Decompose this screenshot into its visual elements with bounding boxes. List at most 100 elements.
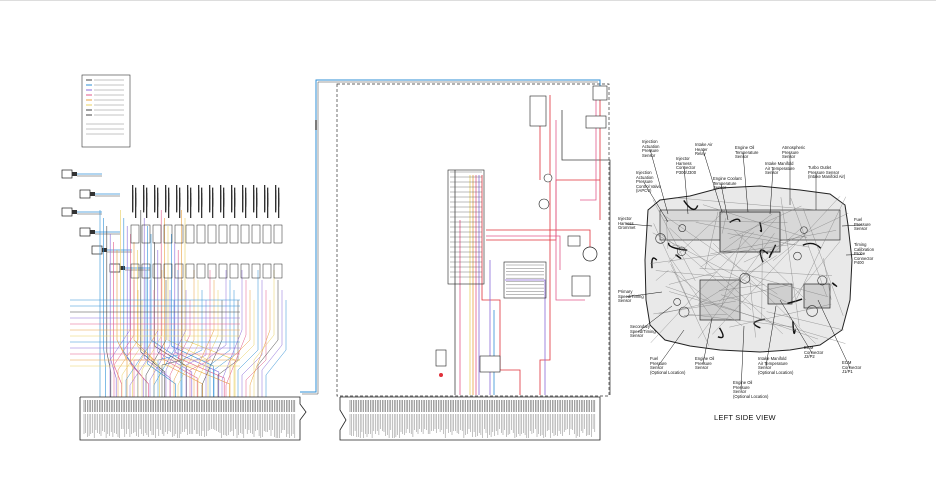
harness-wire bbox=[167, 226, 209, 397]
callout-eot-sensor: Engine Oil Temperature Sensor bbox=[735, 145, 759, 160]
leader-ecm-j2 bbox=[779, 299, 813, 354]
harness-wire bbox=[145, 280, 167, 397]
connector-block bbox=[207, 224, 217, 244]
middle-components bbox=[435, 85, 608, 377]
engine-fitting bbox=[793, 251, 802, 261]
engine-linework bbox=[791, 241, 840, 301]
harness-wire bbox=[169, 300, 191, 397]
harness-wire bbox=[241, 280, 263, 397]
sensor-connector bbox=[109, 263, 121, 273]
connector-block bbox=[262, 224, 272, 244]
sensor-symbol bbox=[543, 173, 553, 183]
label-text-mark bbox=[135, 198, 137, 218]
harness-wire bbox=[253, 270, 275, 397]
callout-timing-cal: Timing Calibration Probe Connector P400 bbox=[854, 242, 875, 266]
engine-linework bbox=[669, 227, 783, 334]
harness-route bbox=[675, 254, 682, 260]
harness-wire bbox=[221, 270, 243, 397]
connector-block bbox=[174, 224, 184, 244]
engine-fitting bbox=[739, 272, 751, 284]
engine-linework bbox=[669, 291, 846, 344]
label-text-mark bbox=[179, 198, 181, 218]
harness-wire bbox=[143, 218, 171, 397]
middle-wire bbox=[561, 110, 611, 395]
harness-wire bbox=[130, 234, 149, 397]
leader-iapcv bbox=[643, 182, 669, 223]
mid-connector-block bbox=[503, 261, 547, 299]
connector-block bbox=[196, 263, 206, 279]
connector-block bbox=[240, 224, 250, 244]
engine-linework bbox=[710, 230, 837, 255]
left-ecm-connector bbox=[79, 396, 307, 441]
connector-block bbox=[163, 263, 173, 279]
callout-iapcv: Injection Actuation Pressure Control Val… bbox=[636, 170, 661, 194]
engine-linework bbox=[668, 272, 716, 285]
sensor-plug bbox=[72, 210, 77, 214]
middle-wire bbox=[486, 179, 600, 241]
harness-wire bbox=[201, 300, 223, 397]
connector-block bbox=[163, 224, 173, 244]
harness-route bbox=[717, 327, 724, 339]
top-border bbox=[0, 0, 936, 1]
callout-secondary-speed: Secondary Speed/Timing Sensor bbox=[630, 324, 656, 339]
ecm-j2-module bbox=[767, 283, 793, 305]
harness-wire bbox=[265, 300, 287, 397]
connector-block bbox=[130, 224, 140, 244]
harness-wire bbox=[161, 280, 183, 397]
left-ecm-pins bbox=[83, 400, 296, 438]
right-ecm-connector bbox=[339, 396, 601, 441]
label-text-mark bbox=[168, 198, 170, 218]
connector-block bbox=[218, 263, 228, 279]
lower-sensor bbox=[435, 349, 447, 367]
engine-harness-boundary bbox=[336, 83, 610, 397]
engine-linework bbox=[702, 204, 808, 239]
middle-wire bbox=[486, 235, 561, 270]
engine-fitting bbox=[678, 306, 690, 318]
connector-block bbox=[273, 224, 283, 244]
lower-connector bbox=[479, 355, 501, 373]
harness-wire bbox=[153, 300, 175, 397]
leader-timing-cal bbox=[845, 254, 863, 256]
engine-fitting bbox=[817, 275, 828, 286]
sensor-plug bbox=[90, 230, 95, 234]
label-text-mark bbox=[223, 198, 225, 218]
harness-wire bbox=[113, 280, 135, 397]
engine-linework bbox=[720, 294, 766, 309]
view-title: LEFT SIDE VIEW bbox=[714, 413, 776, 422]
harness-wire bbox=[157, 270, 179, 397]
engine-linework bbox=[749, 275, 756, 338]
harness-wire bbox=[137, 300, 159, 397]
leader-ect-sensor bbox=[720, 183, 729, 221]
harness-wire bbox=[189, 270, 211, 397]
harness-wire bbox=[177, 280, 199, 397]
leader-inj-harness bbox=[683, 166, 689, 215]
sensor-plug bbox=[90, 192, 95, 196]
engine-linework bbox=[730, 217, 777, 272]
engine-linework bbox=[713, 243, 816, 344]
connector-block bbox=[185, 224, 195, 244]
harness-wire bbox=[213, 290, 235, 397]
harness-wire bbox=[233, 300, 255, 397]
engine-linework bbox=[671, 270, 743, 326]
engine-linework bbox=[663, 214, 778, 295]
connector-block bbox=[240, 263, 250, 279]
connector-block bbox=[229, 224, 239, 244]
left-harness-bundle bbox=[70, 210, 287, 397]
callout-iap-sensor: Injection Actuation Pressure Sensor bbox=[642, 139, 660, 158]
engine-housing bbox=[699, 279, 741, 321]
harness-route bbox=[683, 200, 699, 211]
engine-linework bbox=[653, 300, 736, 315]
top-sensor-connector bbox=[592, 85, 608, 101]
leader-imat-opt bbox=[765, 305, 777, 367]
pressure-sensor-connector bbox=[585, 115, 607, 129]
connector-block bbox=[273, 263, 283, 279]
engine-linework bbox=[665, 286, 819, 340]
ground-point bbox=[439, 373, 443, 377]
label-text-mark bbox=[154, 195, 156, 213]
engine-linework bbox=[802, 208, 844, 316]
sensor-plug bbox=[72, 172, 77, 176]
harness-wire bbox=[181, 290, 203, 397]
heater-relay bbox=[582, 246, 598, 262]
leader-eot-sensor bbox=[742, 152, 749, 213]
harness-wire bbox=[245, 290, 267, 397]
